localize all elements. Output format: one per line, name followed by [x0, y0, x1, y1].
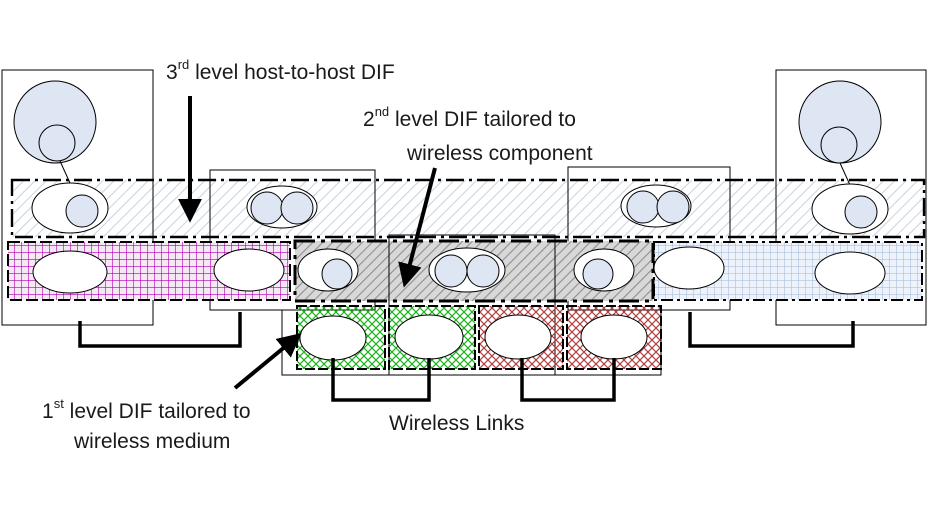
label-second-level-line1: 2nd level DIF tailored to: [363, 104, 576, 131]
l3-ipc-left-circle: [65, 194, 99, 228]
l2-ipc-magenta-left: [32, 250, 108, 294]
l2-ipc-gray-right-circle: [582, 258, 614, 290]
l1-ipc-b: [394, 314, 464, 360]
link-left-host-router: [78, 312, 242, 348]
right-host-app-inner-circle: [820, 126, 858, 164]
l2-ipc-gray-center-circle-a: [434, 254, 468, 288]
right-host-box: [775, 69, 927, 326]
l1-outline-right: [555, 309, 688, 376]
l3-ipc-router-right-circle-a: [626, 190, 660, 224]
link-router-right-host: [688, 312, 855, 348]
left-host-box: [1, 69, 154, 326]
level3-dif-band: [10, 178, 926, 239]
l1-ipc-c: [484, 314, 552, 360]
wireless-link-2: [520, 358, 616, 402]
l2-ipc-gray-left-circle: [321, 258, 353, 290]
label-first-level-line2: wireless medium: [73, 430, 230, 453]
l3-ipc-router-left-circle-a: [250, 191, 284, 225]
right-host-connector: [839, 162, 851, 186]
wireless-link-1: [331, 358, 431, 402]
l1-ipc-d: [580, 314, 648, 360]
l3-ipc-router-left-circle-b: [280, 191, 314, 225]
left-host-connector: [59, 160, 71, 184]
label-wireless-links: Wireless Links: [389, 412, 524, 435]
l3-ipc-right-circle: [844, 195, 878, 229]
left-host-app-circle: [13, 80, 97, 164]
l1-ipc-a: [299, 315, 367, 361]
label-second-level-line2: wireless component: [406, 142, 593, 165]
arrow-first-level: [233, 332, 302, 390]
label-third-level: 3rd level host-to-host DIF: [166, 57, 395, 84]
l2-ipc-gray-center-circle-b: [466, 254, 500, 288]
l2-ipc-blue-right: [814, 251, 886, 295]
label-first-level-line1: 1st level DIF tailored to: [42, 396, 251, 423]
arrow-second-level: [398, 167, 437, 288]
l2-ipc-magenta-right: [213, 248, 285, 292]
left-host-app-inner-circle: [38, 124, 76, 162]
l2-ipc-blue-left: [653, 246, 725, 290]
l3-ipc-router-right-circle-b: [656, 190, 690, 224]
